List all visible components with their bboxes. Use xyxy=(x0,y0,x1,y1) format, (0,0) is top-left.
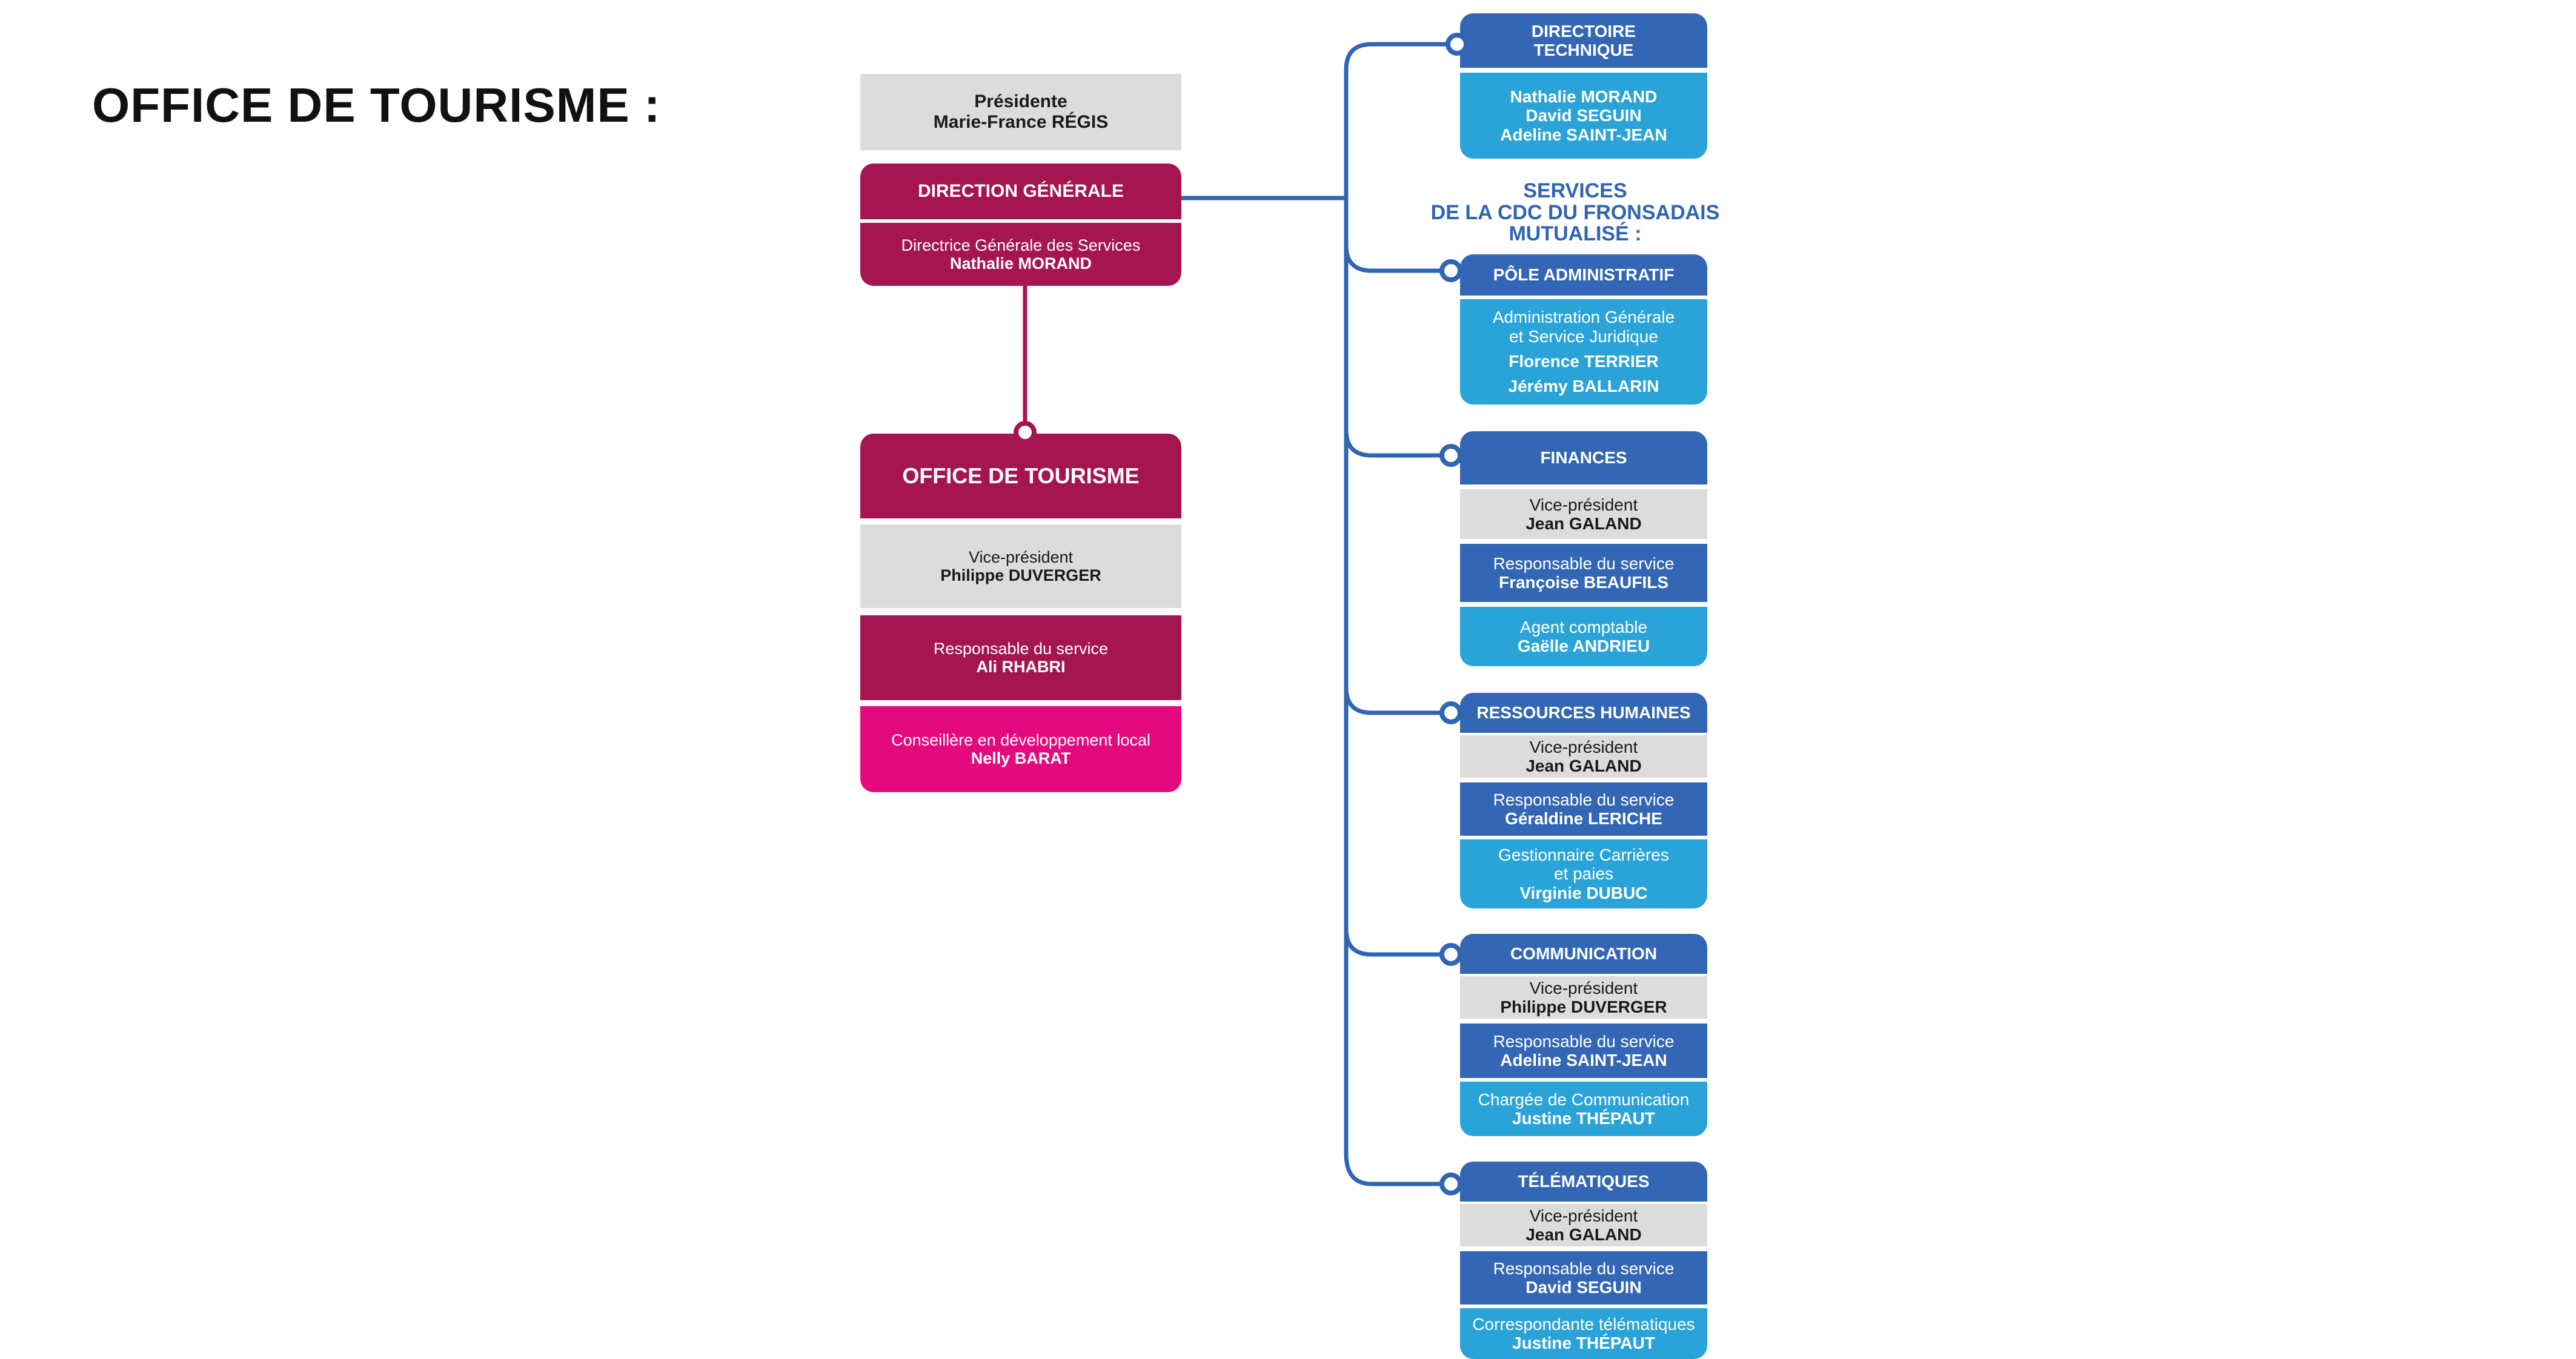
pole-role-line1: Administration Générale xyxy=(1492,308,1675,327)
pole-role-line2: et Service Juridique xyxy=(1509,326,1658,346)
office-tourisme-responsable: Responsable du service Ali RHABRI xyxy=(860,615,1181,700)
connector-rh xyxy=(1344,687,1454,715)
directoire-members: Nathalie MORAND David SEGUIN Adeline SAI… xyxy=(1460,73,1707,159)
finances-vp: Vice-président Jean GALAND xyxy=(1460,489,1707,539)
direction-generale-title: DIRECTION GÉNÉRALE xyxy=(917,181,1124,202)
rh-title: RESSOURCES HUMAINES xyxy=(1476,703,1691,722)
office-tourisme-conseillere: Conseillère en développement local Nelly… xyxy=(860,706,1181,792)
communication-charge-name: Justine THÉPAUT xyxy=(1512,1109,1655,1128)
communication-vp-role: Vice-président xyxy=(1529,978,1638,997)
directoire-title-line1: DIRECTOIRE xyxy=(1531,21,1636,41)
communication-header: COMMUNICATION xyxy=(1460,934,1707,974)
rh-vp-name: Jean GALAND xyxy=(1525,756,1642,775)
telematiques-vp-name: Jean GALAND xyxy=(1525,1225,1642,1244)
directoire-member: Nathalie MORAND xyxy=(1510,87,1658,106)
directoire-node xyxy=(1446,33,1469,56)
telematiques-title: TÉLÉMATIQUES xyxy=(1518,1172,1650,1191)
communication-charge-role: Chargée de Communication xyxy=(1478,1090,1690,1109)
finances-vp-name: Jean GALAND xyxy=(1525,514,1642,533)
connector-telematiques xyxy=(1344,1153,1454,1186)
office-tourisme-vp: Vice-président Philippe DUVERGER xyxy=(860,524,1181,608)
communication-chargee: Chargée de Communication Justine THÉPAUT xyxy=(1460,1082,1707,1136)
dgs-name: Nathalie MORAND xyxy=(949,254,1092,273)
office-tourisme-title: OFFICE DE TOURISME xyxy=(902,463,1140,488)
finances-responsable: Responsable du service Françoise BEAUFIL… xyxy=(1460,544,1707,602)
finances-node xyxy=(1439,444,1462,467)
communication-node xyxy=(1439,943,1462,966)
directoire-title-line2: TECHNIQUE xyxy=(1533,41,1634,59)
ot-conseil-name: Nelly BARAT xyxy=(971,749,1071,767)
telematiques-correspondante: Correspondante télématiques Justine THÉP… xyxy=(1460,1308,1707,1359)
services-title-line: SERVICES xyxy=(1523,179,1627,202)
telematiques-resp-name: David SEGUIN xyxy=(1525,1278,1642,1297)
communication-responsable: Responsable du service Adeline SAINT-JEA… xyxy=(1460,1023,1707,1078)
communication-vp: Vice-président Philippe DUVERGER xyxy=(1460,976,1707,1019)
rh-node xyxy=(1439,701,1462,724)
communication-vp-name: Philippe DUVERGER xyxy=(1500,997,1667,1016)
finances-resp-name: Françoise BEAUFILS xyxy=(1498,573,1669,592)
directoire-member: David SEGUIN xyxy=(1525,106,1642,125)
finances-agent-role: Agent comptable xyxy=(1519,617,1648,637)
telematiques-corr-role: Correspondante télématiques xyxy=(1472,1314,1695,1334)
directoire-header: DIRECTOIRE TECHNIQUE xyxy=(1460,13,1707,68)
rh-vp: Vice-président Jean GALAND xyxy=(1460,735,1707,778)
direction-generale-dgs: Directrice Générale des Services Nathali… xyxy=(860,223,1181,286)
finances-agent-name: Gaëlle ANDRIEU xyxy=(1517,637,1650,655)
telematiques-vp: Vice-président Jean GALAND xyxy=(1460,1204,1707,1246)
office-tourisme-node xyxy=(1014,421,1037,444)
rh-gest-role-line1: Gestionnaire Carrières xyxy=(1498,845,1669,864)
rh-vp-role: Vice-président xyxy=(1529,737,1638,756)
services-title-line: DE LA CDC DU FRONSADAIS xyxy=(1430,200,1720,224)
rh-gest-name: Virginie DUBUC xyxy=(1519,883,1648,902)
rh-header: RESSOURCES HUMAINES xyxy=(1460,693,1707,733)
telematiques-vp-role: Vice-président xyxy=(1529,1206,1638,1225)
presidente-role: Présidente xyxy=(974,91,1067,112)
direction-generale-header: DIRECTION GÉNÉRALE xyxy=(860,164,1181,219)
connector-finances xyxy=(1344,429,1454,458)
ot-vp-name: Philippe DUVERGER xyxy=(940,566,1101,584)
rh-resp-name: Géraldine LERICHE xyxy=(1505,809,1662,828)
finances-resp-role: Responsable du service xyxy=(1493,554,1675,573)
ot-conseil-role: Conseillère en développement local xyxy=(891,730,1150,749)
telematiques-node xyxy=(1439,1172,1462,1195)
telematiques-header: TÉLÉMATIQUES xyxy=(1460,1162,1707,1202)
presidente-name: Marie-France RÉGIS xyxy=(933,112,1109,132)
presidente-box: Présidente Marie-France RÉGIS xyxy=(860,74,1181,150)
ot-resp-role: Responsable du service xyxy=(933,639,1109,658)
pole-member: Jérémy BALLARIN xyxy=(1508,377,1659,396)
telematiques-responsable: Responsable du service David SEGUIN xyxy=(1460,1251,1707,1304)
ot-vp-role: Vice-président xyxy=(968,547,1074,566)
connector-communication xyxy=(1344,928,1454,957)
rh-gest-role-line2: et paies xyxy=(1553,864,1614,884)
communication-title: COMMUNICATION xyxy=(1510,944,1658,964)
services-title-line: MUTUALISÉ : xyxy=(1509,222,1642,246)
pole-member: Florence TERRIER xyxy=(1509,352,1659,371)
finances-title: FINANCES xyxy=(1540,448,1627,468)
rh-resp-role: Responsable du service xyxy=(1493,790,1675,809)
finances-header: FINANCES xyxy=(1460,431,1707,484)
pole-administratif-title: PÔLE ADMINISTRATIF xyxy=(1493,265,1675,285)
finances-agent: Agent comptable Gaëlle ANDRIEU xyxy=(1460,607,1707,666)
telematiques-corr-name: Justine THÉPAUT xyxy=(1512,1334,1655,1352)
pole-administratif-body: Administration Générale et Service Jurid… xyxy=(1460,299,1707,405)
page-title: OFFICE DE TOURISME : xyxy=(92,78,661,132)
finances-vp-role: Vice-président xyxy=(1529,495,1638,514)
pole-administratif-header: PÔLE ADMINISTRATIF xyxy=(1460,254,1707,296)
connector-pole-administratif xyxy=(1344,245,1454,273)
rh-responsable: Responsable du service Géraldine LERICHE xyxy=(1460,782,1707,836)
services-title: SERVICES DE LA CDC DU FRONSADAIS MUTUALI… xyxy=(1412,180,1739,245)
directoire-member: Adeline SAINT-JEAN xyxy=(1500,125,1667,144)
communication-resp-name: Adeline SAINT-JEAN xyxy=(1500,1051,1667,1070)
telematiques-resp-role: Responsable du service xyxy=(1493,1258,1675,1278)
communication-resp-role: Responsable du service xyxy=(1493,1031,1675,1051)
connector-directoire xyxy=(1344,42,1460,70)
pole-administratif-node xyxy=(1439,259,1462,282)
rh-gestionnaire: Gestionnaire Carrières et paies Virginie… xyxy=(1460,839,1707,908)
office-tourisme-header: OFFICE DE TOURISME xyxy=(860,434,1181,518)
dgs-role: Directrice Générale des Services xyxy=(901,236,1141,254)
ot-resp-name: Ali RHABRI xyxy=(976,658,1066,676)
